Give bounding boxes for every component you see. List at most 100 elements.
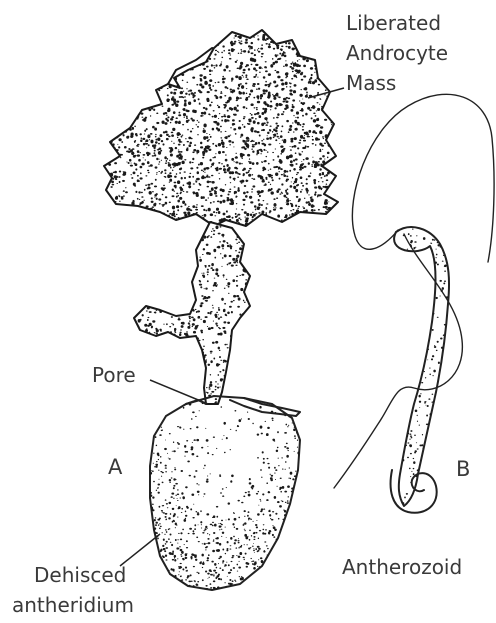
- mass-dot: [184, 171, 186, 172]
- mass-dot: [108, 218, 111, 221]
- sac-dot: [295, 549, 297, 551]
- mass-dot: [159, 148, 162, 150]
- mass-dot: [156, 198, 158, 200]
- sac-dot: [241, 418, 242, 419]
- mass-dot: [172, 212, 175, 215]
- sac-dot: [154, 527, 156, 530]
- mass-dot: [262, 68, 263, 69]
- mass-dot: [237, 105, 239, 107]
- band-dot: [417, 368, 419, 370]
- mass-dot: [328, 35, 330, 37]
- mass-dot: [178, 38, 181, 41]
- band-dot: [443, 454, 444, 455]
- sac-dot: [294, 438, 296, 439]
- band-dot: [387, 486, 388, 487]
- sac-dot: [148, 421, 149, 422]
- mass-dot: [330, 104, 332, 106]
- band-dot: [425, 405, 426, 406]
- mass-dot: [316, 124, 319, 127]
- mass-dot: [279, 160, 282, 164]
- stalk-dot: [189, 282, 191, 284]
- stalk-dot: [169, 251, 172, 254]
- stalk-dot: [143, 396, 146, 399]
- band-dot: [413, 468, 415, 469]
- stalk-dot: [227, 245, 229, 247]
- sac-dot: [301, 576, 303, 577]
- mass-dot: [160, 59, 161, 60]
- mass-dot: [124, 102, 126, 104]
- sac-dot: [287, 455, 289, 457]
- sac-dot: [244, 529, 245, 530]
- band-dot: [443, 282, 445, 284]
- mass-dot: [330, 217, 332, 219]
- band-dot: [402, 277, 405, 279]
- sac-dot: [246, 566, 248, 568]
- stalk-dot: [207, 269, 209, 271]
- mass-dot: [190, 210, 191, 211]
- stalk-dot: [157, 289, 160, 291]
- stalk-dot: [237, 378, 240, 380]
- sac-dot: [184, 519, 187, 522]
- sac-dot: [274, 467, 276, 469]
- mass-dot: [270, 100, 272, 102]
- sac-dot: [186, 451, 188, 453]
- stalk-dot: [203, 346, 205, 347]
- stalk-dot: [184, 276, 186, 277]
- stalk-dot: [167, 278, 169, 280]
- sac-dot: [184, 445, 186, 448]
- sac-dot: [274, 563, 276, 565]
- mass-dot: [275, 29, 278, 32]
- mass-dot: [294, 84, 297, 87]
- mass-dot: [209, 69, 211, 72]
- mass-dot: [219, 65, 222, 67]
- mass-dot: [133, 226, 135, 228]
- sac-dot: [300, 505, 301, 506]
- mass-dot: [186, 148, 189, 151]
- band-dot: [411, 471, 412, 472]
- mass-dot: [137, 154, 140, 156]
- mass-dot: [302, 126, 304, 127]
- stalk-dot: [213, 321, 214, 322]
- band-dot: [405, 427, 407, 429]
- mass-dot: [240, 97, 242, 99]
- sac-dot: [300, 515, 301, 517]
- sac-dot: [187, 592, 188, 593]
- mass-dot: [156, 122, 159, 124]
- stalk-dot: [152, 385, 155, 387]
- stalk-dot: [222, 257, 224, 258]
- sac-dot: [165, 559, 167, 560]
- mass-dot: [330, 85, 333, 87]
- sac-dot: [179, 546, 181, 547]
- band-dot: [413, 357, 415, 358]
- mass-dot: [290, 154, 293, 158]
- band-dot: [421, 382, 423, 383]
- sac-dot: [206, 560, 208, 562]
- stalk-dot: [179, 291, 180, 292]
- mass-dot: [189, 221, 192, 223]
- sac-dot: [171, 568, 172, 569]
- stalk-dot: [243, 255, 245, 257]
- mass-dot: [301, 72, 303, 74]
- band-dot: [427, 405, 429, 407]
- mass-dot: [194, 92, 196, 94]
- stalk-dot: [236, 258, 238, 260]
- mass-dot: [291, 223, 292, 224]
- sac-dot: [154, 519, 156, 521]
- mass-dot: [245, 74, 247, 76]
- mass-dot: [194, 53, 196, 54]
- mass-dot: [121, 210, 123, 212]
- mass-dot: [131, 177, 133, 179]
- stalk-dot: [229, 223, 231, 225]
- sac-dot: [165, 516, 167, 518]
- stalk-dot: [223, 330, 226, 332]
- mass-dot: [125, 91, 127, 92]
- mass-dot: [329, 80, 331, 82]
- sac-dot: [287, 502, 289, 504]
- sac-dot: [155, 532, 158, 534]
- mass-dot: [275, 36, 276, 37]
- sac-dot: [197, 581, 199, 582]
- mass-dot: [186, 116, 188, 118]
- stalk-dot: [145, 329, 148, 332]
- mass-dot: [275, 172, 278, 175]
- band-dot: [429, 258, 431, 260]
